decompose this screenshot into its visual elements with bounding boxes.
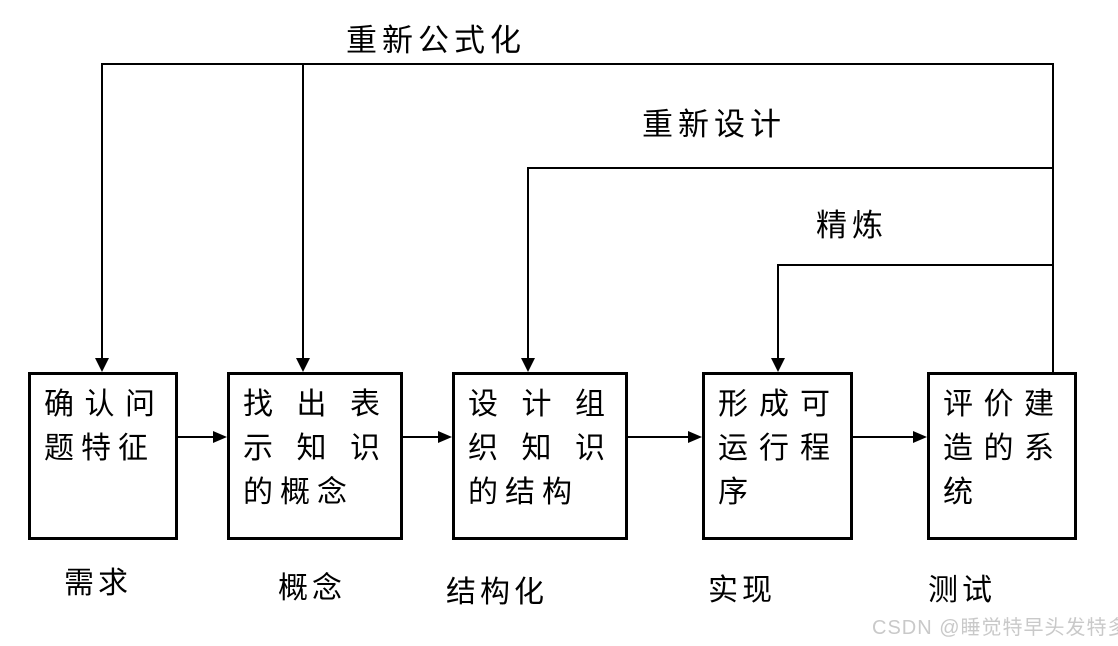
flow-line-2-3 <box>403 436 438 438</box>
refine-arrowhead-box4 <box>771 358 785 372</box>
stage-box-form-program: 形成可运行程序 <box>702 372 853 540</box>
redesign-label: 重新设计 <box>642 107 786 142</box>
phase-label-concepts: 概念 <box>278 572 346 605</box>
reformulate-label: 重新公式化 <box>346 23 526 58</box>
stage-box-evaluate-system: 评价建造的系统 <box>927 372 1077 540</box>
phase-label-implementation: 实现 <box>708 574 776 607</box>
redesign-drop-line-box3 <box>527 167 529 358</box>
reformulate-line <box>101 63 1054 65</box>
flow-line-4-5 <box>852 436 913 438</box>
flow-line-3-4 <box>628 436 688 438</box>
stage-box-find-concepts: 找出表示知识的概念 <box>227 372 403 540</box>
csdn-watermark: CSDN @睡觉特早头发特多 <box>872 617 1118 639</box>
feedback-trunk-line <box>1052 63 1054 372</box>
flow-line-1-2 <box>178 436 213 438</box>
reformulate-drop-line-box1 <box>101 63 103 358</box>
phase-label-requirements: 需求 <box>64 567 132 600</box>
phase-label-structuring: 结构化 <box>446 576 548 609</box>
flow-arrowhead-3-4 <box>688 431 702 443</box>
refine-drop-line-box4 <box>777 264 779 358</box>
refine-label: 精炼 <box>816 208 888 243</box>
flow-arrowhead-2-3 <box>438 431 452 443</box>
stage-box-identify-problem: 确认问题特征 <box>28 372 178 540</box>
flow-arrowhead-4-5 <box>913 431 927 443</box>
reformulate-arrowhead-box2 <box>296 358 310 372</box>
reformulate-drop-line-box2 <box>302 63 304 358</box>
stage-box-design-structure: 设计组织知识的结构 <box>452 372 628 540</box>
phase-label-testing: 测试 <box>928 574 996 607</box>
redesign-line <box>527 167 1054 169</box>
reformulate-arrowhead-box1 <box>95 358 109 372</box>
flow-arrowhead-1-2 <box>213 431 227 443</box>
refine-line <box>777 264 1054 266</box>
redesign-arrowhead-box3 <box>521 358 535 372</box>
